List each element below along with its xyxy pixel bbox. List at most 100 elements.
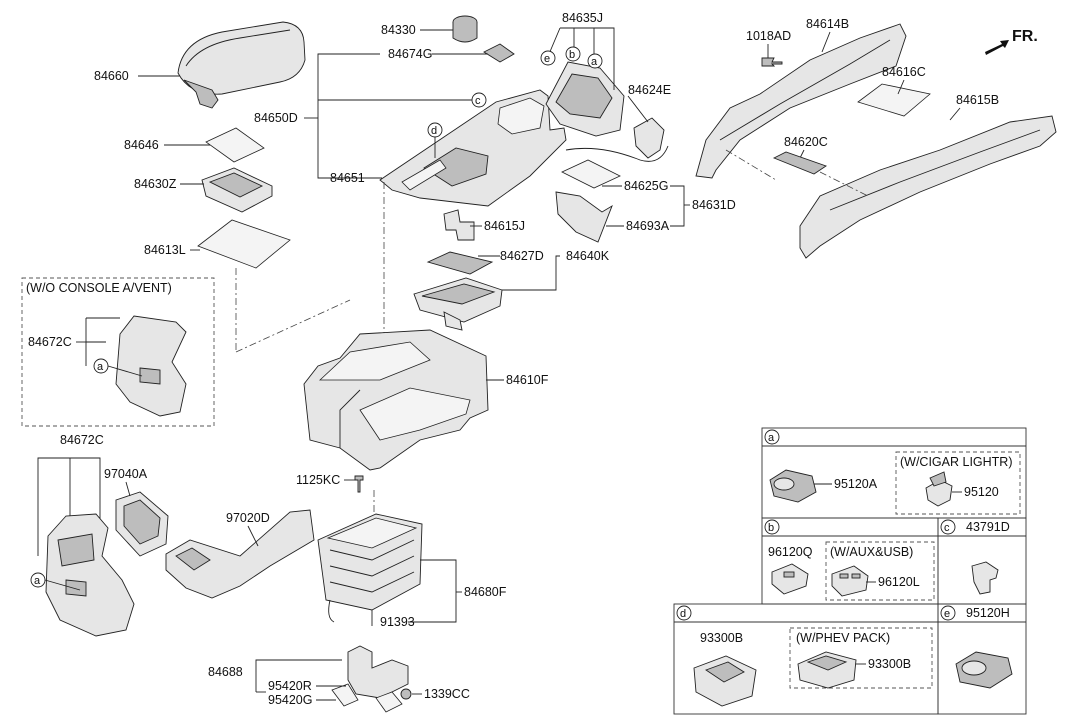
front-direction-indicator: FR. xyxy=(985,28,1038,55)
legend-b-option-part: 96120L xyxy=(878,575,920,589)
part-label-95420G: 95420G xyxy=(268,693,312,707)
part-label-84615B: 84615B xyxy=(956,93,999,107)
armrest-84660 xyxy=(177,21,306,109)
svg-text:a: a xyxy=(97,361,104,373)
legend-b-part: 96120Q xyxy=(768,545,813,559)
callout-b: b xyxy=(565,46,581,62)
part-label-84614B: 84614B xyxy=(806,17,849,31)
part-label-84640K: 84640K xyxy=(566,249,610,263)
aux-usb-jack-icon xyxy=(831,565,869,597)
part-label-84674G: 84674G xyxy=(388,47,432,61)
usb-jack-icon xyxy=(771,563,809,595)
part-label-84613L: 84613L xyxy=(144,243,186,257)
legend-e: e 95120H xyxy=(940,605,1013,689)
inset-title: (W/O CONSOLE A/VENT) xyxy=(26,281,172,295)
bracket-84688 xyxy=(331,645,409,713)
rear-cover-84672C xyxy=(45,513,135,637)
part-label-84651: 84651 xyxy=(330,171,365,185)
console-upper-84651 xyxy=(379,89,567,207)
inset-box xyxy=(21,277,215,427)
part-label-95420R: 95420R xyxy=(268,679,312,693)
legend-d-part: 93300B xyxy=(700,631,743,645)
clip-icon xyxy=(971,561,999,595)
part-label-84610F: 84610F xyxy=(506,373,549,387)
part-label-84693A: 84693A xyxy=(626,219,670,233)
part-label-84635J: 84635J xyxy=(562,11,603,25)
legend-a-option-part: 95120 xyxy=(964,485,999,499)
callout-a-upper: a xyxy=(587,53,603,69)
phev-switch-assembly-icon xyxy=(797,651,857,689)
lighter-socket-icon xyxy=(769,469,817,503)
cigar-lighter-icon xyxy=(925,471,953,507)
svg-text:b: b xyxy=(569,49,575,61)
side-panel-84614B xyxy=(695,23,907,179)
svg-text:b: b xyxy=(768,522,774,534)
cupholder-84640K xyxy=(413,277,503,331)
part-label-84630Z: 84630Z xyxy=(134,177,177,191)
part-label-1339CC: 1339CC xyxy=(424,687,470,701)
storage-box-84680F xyxy=(317,513,423,623)
bracket-84615J xyxy=(443,209,475,241)
part-label-84330: 84330 xyxy=(381,23,416,37)
bezel-84635J xyxy=(545,61,625,137)
legend-b-option-title: (W/AUX&USB) xyxy=(830,545,913,559)
callout-a-lower: a xyxy=(30,572,46,588)
tray-84630Z xyxy=(201,167,273,213)
screw-1125KC xyxy=(354,475,364,493)
part-label-84616C: 84616C xyxy=(882,65,926,79)
svg-text:e: e xyxy=(544,53,550,65)
harness-84624E xyxy=(565,117,669,162)
legend-e-part: 95120H xyxy=(966,606,1010,620)
svg-text:a: a xyxy=(34,575,41,587)
part-label-97040A: 97040A xyxy=(104,467,148,481)
legend-table xyxy=(673,427,1027,715)
part-label-97020D: 97020D xyxy=(226,511,270,525)
legend-c: c 43791D xyxy=(940,519,1010,595)
mat-84627D xyxy=(426,251,494,275)
part-label-91393: 91393 xyxy=(380,615,415,629)
bracket-84620C xyxy=(772,151,828,175)
svg-text:d: d xyxy=(431,125,437,137)
front-arrow-icon xyxy=(985,40,1009,55)
legend-a: a 95120A (W/CIGAR LIGHTR) 95120 xyxy=(764,429,1021,515)
pocket-84625G xyxy=(561,159,621,189)
pad-84646 xyxy=(205,127,265,163)
legend-b: b 96120Q (W/AUX&USB) 96120L xyxy=(764,519,935,601)
callout-a-inset: a xyxy=(93,358,109,374)
pocket-84693A xyxy=(555,191,613,243)
legend-d-option-part: 93300B xyxy=(868,657,911,671)
legend-a-option-title: (W/CIGAR LIGHTR) xyxy=(900,455,1013,469)
switch-assembly-icon xyxy=(693,655,757,707)
svg-text:e: e xyxy=(944,608,950,620)
part-label-1125KC: 1125KC xyxy=(296,473,340,487)
duct-97020D xyxy=(165,509,315,599)
screw-1018AD xyxy=(761,57,783,67)
legend-a-part: 95120A xyxy=(834,477,878,491)
svg-text:c: c xyxy=(475,95,481,107)
knob-84330 xyxy=(452,15,478,43)
vent-97040A xyxy=(115,491,169,557)
mat-84613L xyxy=(197,219,291,269)
nut-1339CC xyxy=(400,688,412,700)
part-label-84625G: 84625G xyxy=(624,179,668,193)
part-label-1018AD: 1018AD xyxy=(746,29,791,43)
callout-e: e xyxy=(540,50,556,66)
part-label-84627D: 84627D xyxy=(500,249,544,263)
legend-d-option-title: (W/PHEV PACK) xyxy=(796,631,890,645)
svg-text:c: c xyxy=(944,522,950,534)
part-label-84660: 84660 xyxy=(94,69,129,83)
svg-text:a: a xyxy=(591,56,598,68)
part-label-84624E: 84624E xyxy=(628,83,671,97)
legend-c-part: 43791D xyxy=(966,520,1010,534)
legend-d: d 93300B (W/PHEV PACK) 93300B xyxy=(676,605,933,707)
callout-c: c xyxy=(471,92,487,108)
trim-84674G xyxy=(483,43,515,63)
svg-text:a: a xyxy=(768,432,775,444)
svg-text:d: d xyxy=(680,608,686,620)
part-label-84646: 84646 xyxy=(124,138,159,152)
console-body-84610F xyxy=(303,329,489,471)
part-label-84615J: 84615J xyxy=(484,219,525,233)
part-label-84631D: 84631D xyxy=(692,198,736,212)
power-outlet-icon xyxy=(955,651,1013,689)
